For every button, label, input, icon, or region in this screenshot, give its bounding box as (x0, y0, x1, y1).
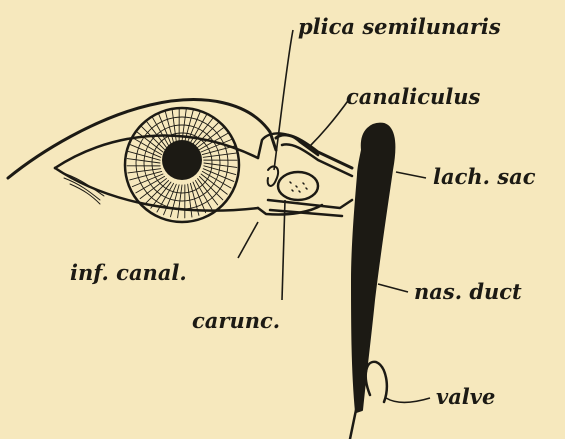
leader-inf-canal (238, 222, 258, 258)
label-plica-semilunaris: plica semilunaris (298, 16, 501, 37)
leader-plica (274, 30, 293, 170)
caruncle (278, 172, 318, 200)
leader-canaliculus (310, 98, 350, 146)
label-carunc: carunc. (192, 310, 280, 331)
leader-nas-duct (378, 284, 408, 292)
pupil (162, 140, 202, 180)
lacrimal-sac-and-duct (352, 124, 394, 412)
lower-canaliculus (268, 200, 352, 208)
label-lach-sac: lach. sac (433, 166, 535, 187)
duct-outlet (350, 410, 356, 439)
sclera-shading (60, 172, 104, 204)
label-valve: valve (436, 386, 495, 407)
valve-fold (366, 362, 387, 402)
label-inf-canal: inf. canal. (70, 262, 187, 283)
label-canaliculus: canaliculus (346, 86, 480, 107)
plica-fold (268, 166, 279, 186)
caruncle-dots (290, 182, 307, 192)
leader-valve (386, 398, 430, 403)
label-nas-duct: nas. duct (414, 281, 522, 302)
leader-lach-sac (396, 172, 426, 178)
